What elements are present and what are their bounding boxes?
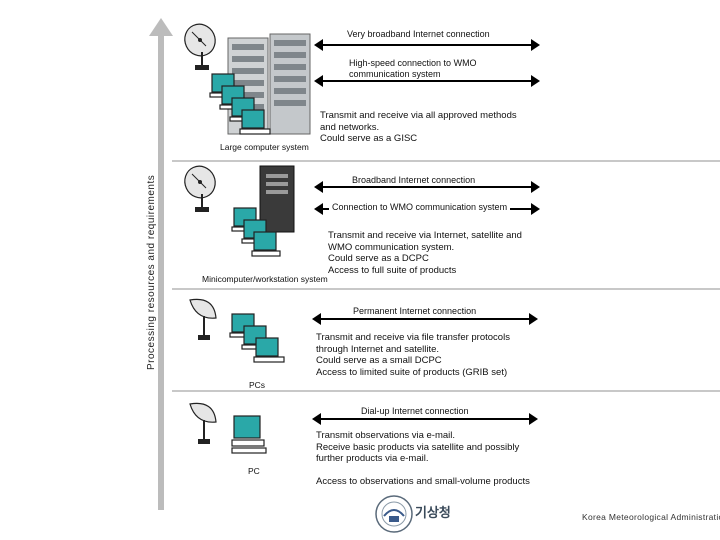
- description-line: Could serve as a GISC: [320, 133, 418, 144]
- connection-arrow: [314, 75, 540, 87]
- connection-label: Very broadband Internet connection: [344, 29, 493, 39]
- description-line: Transmit and receive via file transfer p…: [316, 332, 510, 343]
- tier-caption: PC: [248, 466, 260, 476]
- kma-korean-name: 기상청: [415, 505, 451, 520]
- satellite-dish-icon: [189, 402, 217, 444]
- kma-org-name: Korea Meteorological Administration: [582, 512, 720, 522]
- description-line: through Internet and satellite.: [316, 343, 440, 355]
- computer-stack-icon: [229, 313, 285, 363]
- description-line: WMO communication system.: [328, 241, 455, 253]
- connection-label: High-speed connection to WMO communicati…: [346, 58, 512, 80]
- tier-description: Transmit and receive via Internet, satel…: [328, 230, 522, 276]
- connection-arrow: [312, 313, 538, 325]
- tier-caption: Large computer system: [220, 142, 309, 152]
- satellite-dish-icon: [189, 298, 217, 340]
- tier-separator: [172, 390, 720, 392]
- description-line: Transmit and receive via all approved me…: [320, 110, 517, 121]
- connection-label: Dial-up Internet connection: [358, 406, 472, 416]
- description-line: Access to full suite of products: [328, 264, 457, 276]
- description-line: and networks.: [320, 121, 380, 133]
- description-line: Access to observations and small-volume …: [316, 476, 530, 487]
- description-spacer: [316, 465, 530, 477]
- description-line: Transmit observations via e-mail.: [316, 430, 456, 441]
- description-line: Receive basic products via satellite and…: [316, 441, 520, 453]
- connection-arrow: [312, 413, 538, 425]
- description-line: Access to limited suite of products (GRI…: [316, 366, 508, 378]
- tier-description: Transmit observations via e-mail. Receiv…: [316, 430, 530, 488]
- tier-caption: PCs: [249, 380, 266, 390]
- computer-stack-icon: [209, 73, 271, 135]
- vertical-axis: [158, 32, 164, 510]
- server-rack-icon: [227, 33, 311, 135]
- satellite-dish-icon: [184, 23, 216, 70]
- satellite-dish-icon: [184, 165, 216, 212]
- kma-emblem-logo: [375, 495, 413, 533]
- axis-label: Processing resources and requirements: [146, 174, 157, 370]
- tier-separator: [172, 288, 720, 290]
- tier-caption: Minicomputer/workstation system: [202, 274, 328, 284]
- computer-icon: [231, 415, 267, 454]
- axis-arrowhead: [149, 18, 173, 36]
- connection-label: Permanent Internet connection: [350, 306, 480, 316]
- tier-separator: [172, 160, 720, 162]
- connection-label: Connection to WMO communication system: [329, 202, 511, 212]
- description-line: Transmit and receive via Internet, satel…: [328, 230, 522, 241]
- computer-stack-icon: [231, 207, 281, 257]
- description-line: Could serve as a DCPC: [328, 253, 429, 264]
- description-line: Could serve as a small DCPC: [316, 355, 442, 366]
- connection-arrow: [314, 181, 540, 193]
- connection-arrow: [314, 39, 540, 51]
- tier-description: Transmit and receive via all approved me…: [320, 110, 517, 145]
- connection-label: Broadband Internet connection: [349, 175, 479, 185]
- description-line: further products via e-mail.: [316, 453, 429, 464]
- tier-description: Transmit and receive via file transfer p…: [316, 332, 510, 378]
